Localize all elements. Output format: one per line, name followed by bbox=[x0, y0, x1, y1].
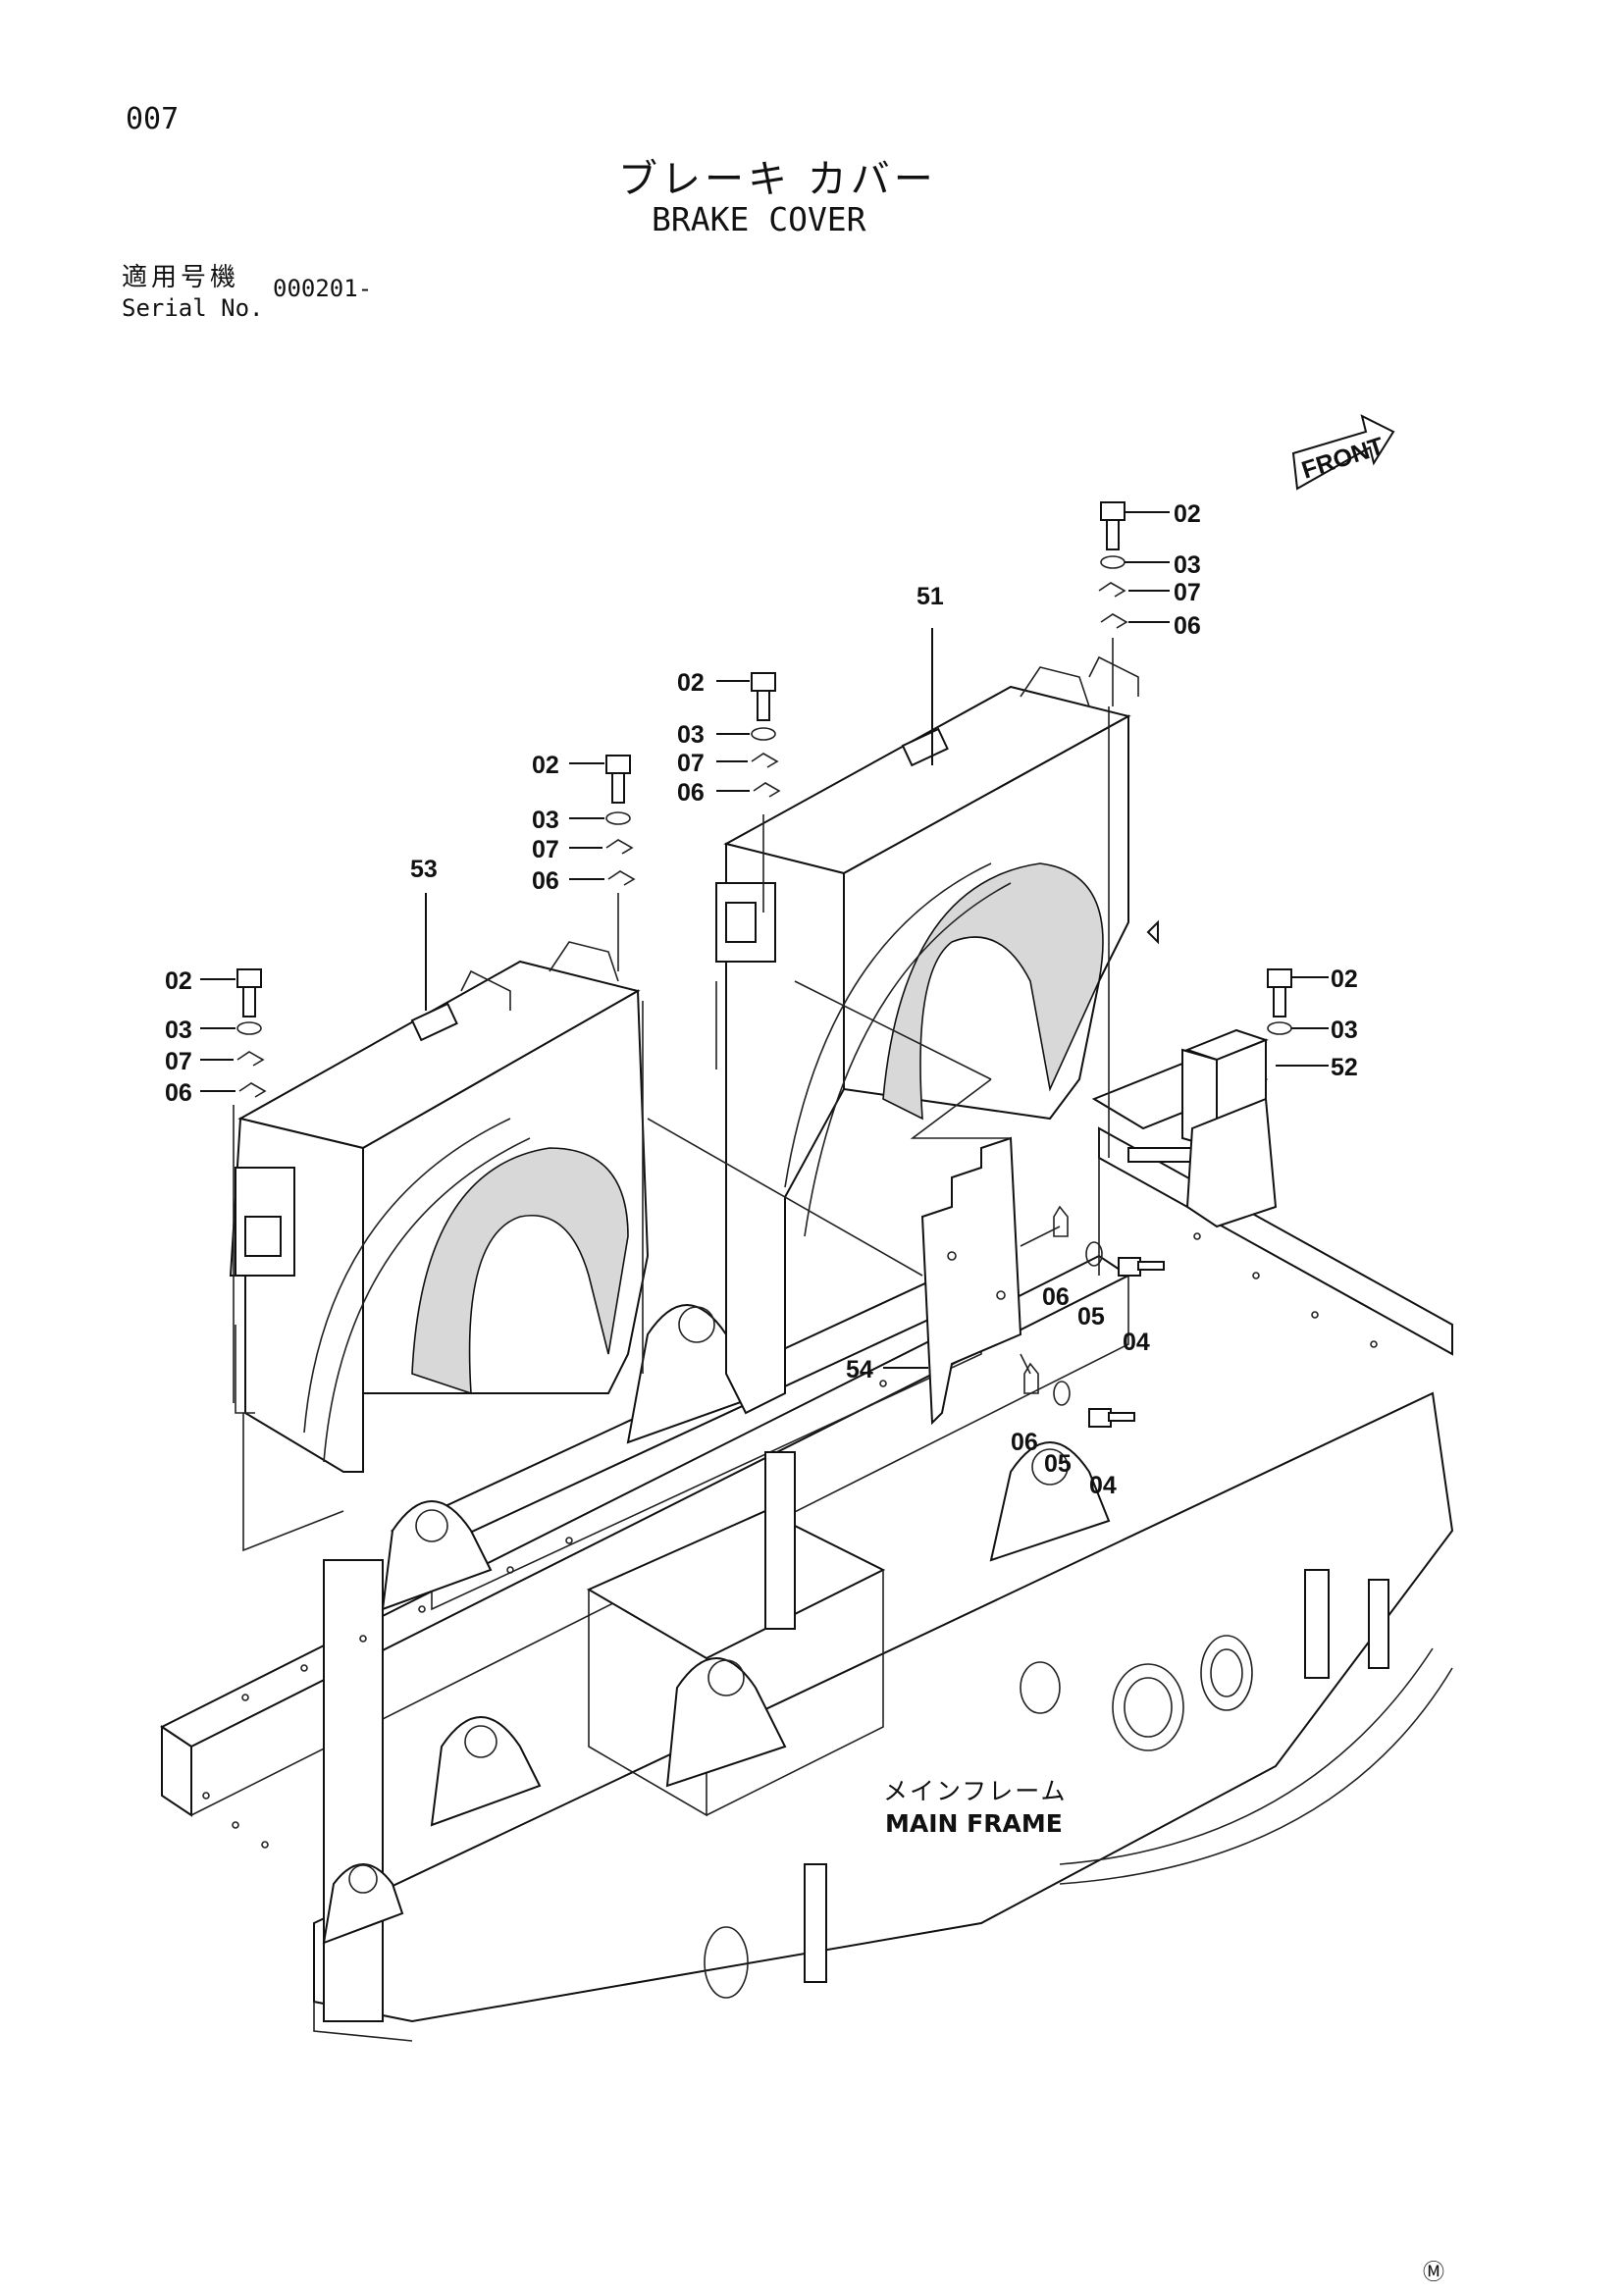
callout-07-top-right: 07 bbox=[1174, 579, 1201, 606]
fastener-set-lower-54 bbox=[1023, 1362, 1135, 1428]
main-frame-label-english: MAIN FRAME bbox=[885, 1809, 1063, 1838]
callout-02-mid: 02 bbox=[677, 669, 705, 697]
corner-mark: Ⓜ bbox=[1423, 2261, 1445, 2285]
fastener-stack-left-upper bbox=[605, 755, 636, 886]
brake-cover-53 bbox=[229, 941, 650, 1473]
callout-51: 51 bbox=[916, 583, 944, 610]
callout-06-left-upper: 06 bbox=[532, 867, 559, 895]
callout-02-left-upper: 02 bbox=[532, 752, 559, 779]
callout-03-right: 03 bbox=[1331, 1017, 1358, 1044]
plate-54 bbox=[920, 1136, 1022, 1426]
callout-07-mid: 07 bbox=[677, 750, 705, 777]
callout-06-top-right: 06 bbox=[1174, 612, 1201, 640]
main-frame-drawing bbox=[160, 1048, 1454, 2042]
callout-06-upper-54: 06 bbox=[1042, 1283, 1070, 1311]
title-japanese: ブレーキ カバー bbox=[618, 157, 937, 202]
title-english: BRAKE COVER bbox=[652, 200, 866, 238]
fastener-stack-left-lower bbox=[236, 968, 267, 1098]
callout-53: 53 bbox=[410, 856, 438, 883]
callout-02-left-lower: 02 bbox=[165, 967, 192, 995]
callout-03-top-right: 03 bbox=[1174, 551, 1201, 579]
callout-07-left-lower: 07 bbox=[165, 1048, 192, 1075]
page-number: 007 bbox=[126, 102, 180, 136]
brake-cover-51 bbox=[715, 655, 1159, 1415]
serial-value: 000201- bbox=[273, 275, 373, 302]
callout-03-mid: 03 bbox=[677, 721, 705, 749]
callout-06-mid: 06 bbox=[677, 779, 705, 807]
callout-54: 54 bbox=[846, 1356, 873, 1383]
fastener-stack-mid bbox=[751, 672, 781, 798]
fastener-set-upper-54 bbox=[1053, 1205, 1165, 1277]
callout-03-left-lower: 03 bbox=[165, 1017, 192, 1044]
callout-03-left-upper: 03 bbox=[532, 807, 559, 834]
fastener-stack-top-right bbox=[1098, 501, 1128, 629]
assembly-lines bbox=[233, 638, 1114, 1552]
serial-label-english: Serial No. bbox=[122, 294, 264, 322]
callout-04-upper-54: 04 bbox=[1123, 1329, 1150, 1356]
callout-05-lower-54: 05 bbox=[1044, 1450, 1072, 1478]
callout-52: 52 bbox=[1331, 1054, 1358, 1081]
callout-labels: 02 03 07 06 51 02 03 07 06 02 03 07 06 5… bbox=[165, 500, 1358, 1499]
callout-06-left-lower: 06 bbox=[165, 1079, 192, 1107]
callout-02-top-right: 02 bbox=[1174, 500, 1201, 528]
front-arrow-icon: FRONT bbox=[1291, 414, 1395, 491]
brake-cover-52 bbox=[1181, 1028, 1278, 1228]
callout-02-right: 02 bbox=[1331, 965, 1358, 993]
fastener-stack-right-52 bbox=[1267, 968, 1292, 1035]
callout-04-lower-54: 04 bbox=[1089, 1472, 1117, 1499]
leader-lines bbox=[200, 511, 1329, 1369]
main-frame-label-japanese: メインフレーム bbox=[883, 1777, 1068, 1805]
callout-07-left-upper: 07 bbox=[532, 836, 559, 863]
serial-label-japanese: 適用号機 bbox=[122, 263, 240, 292]
callout-05-upper-54: 05 bbox=[1077, 1303, 1105, 1331]
callout-06-lower-54: 06 bbox=[1011, 1429, 1038, 1456]
